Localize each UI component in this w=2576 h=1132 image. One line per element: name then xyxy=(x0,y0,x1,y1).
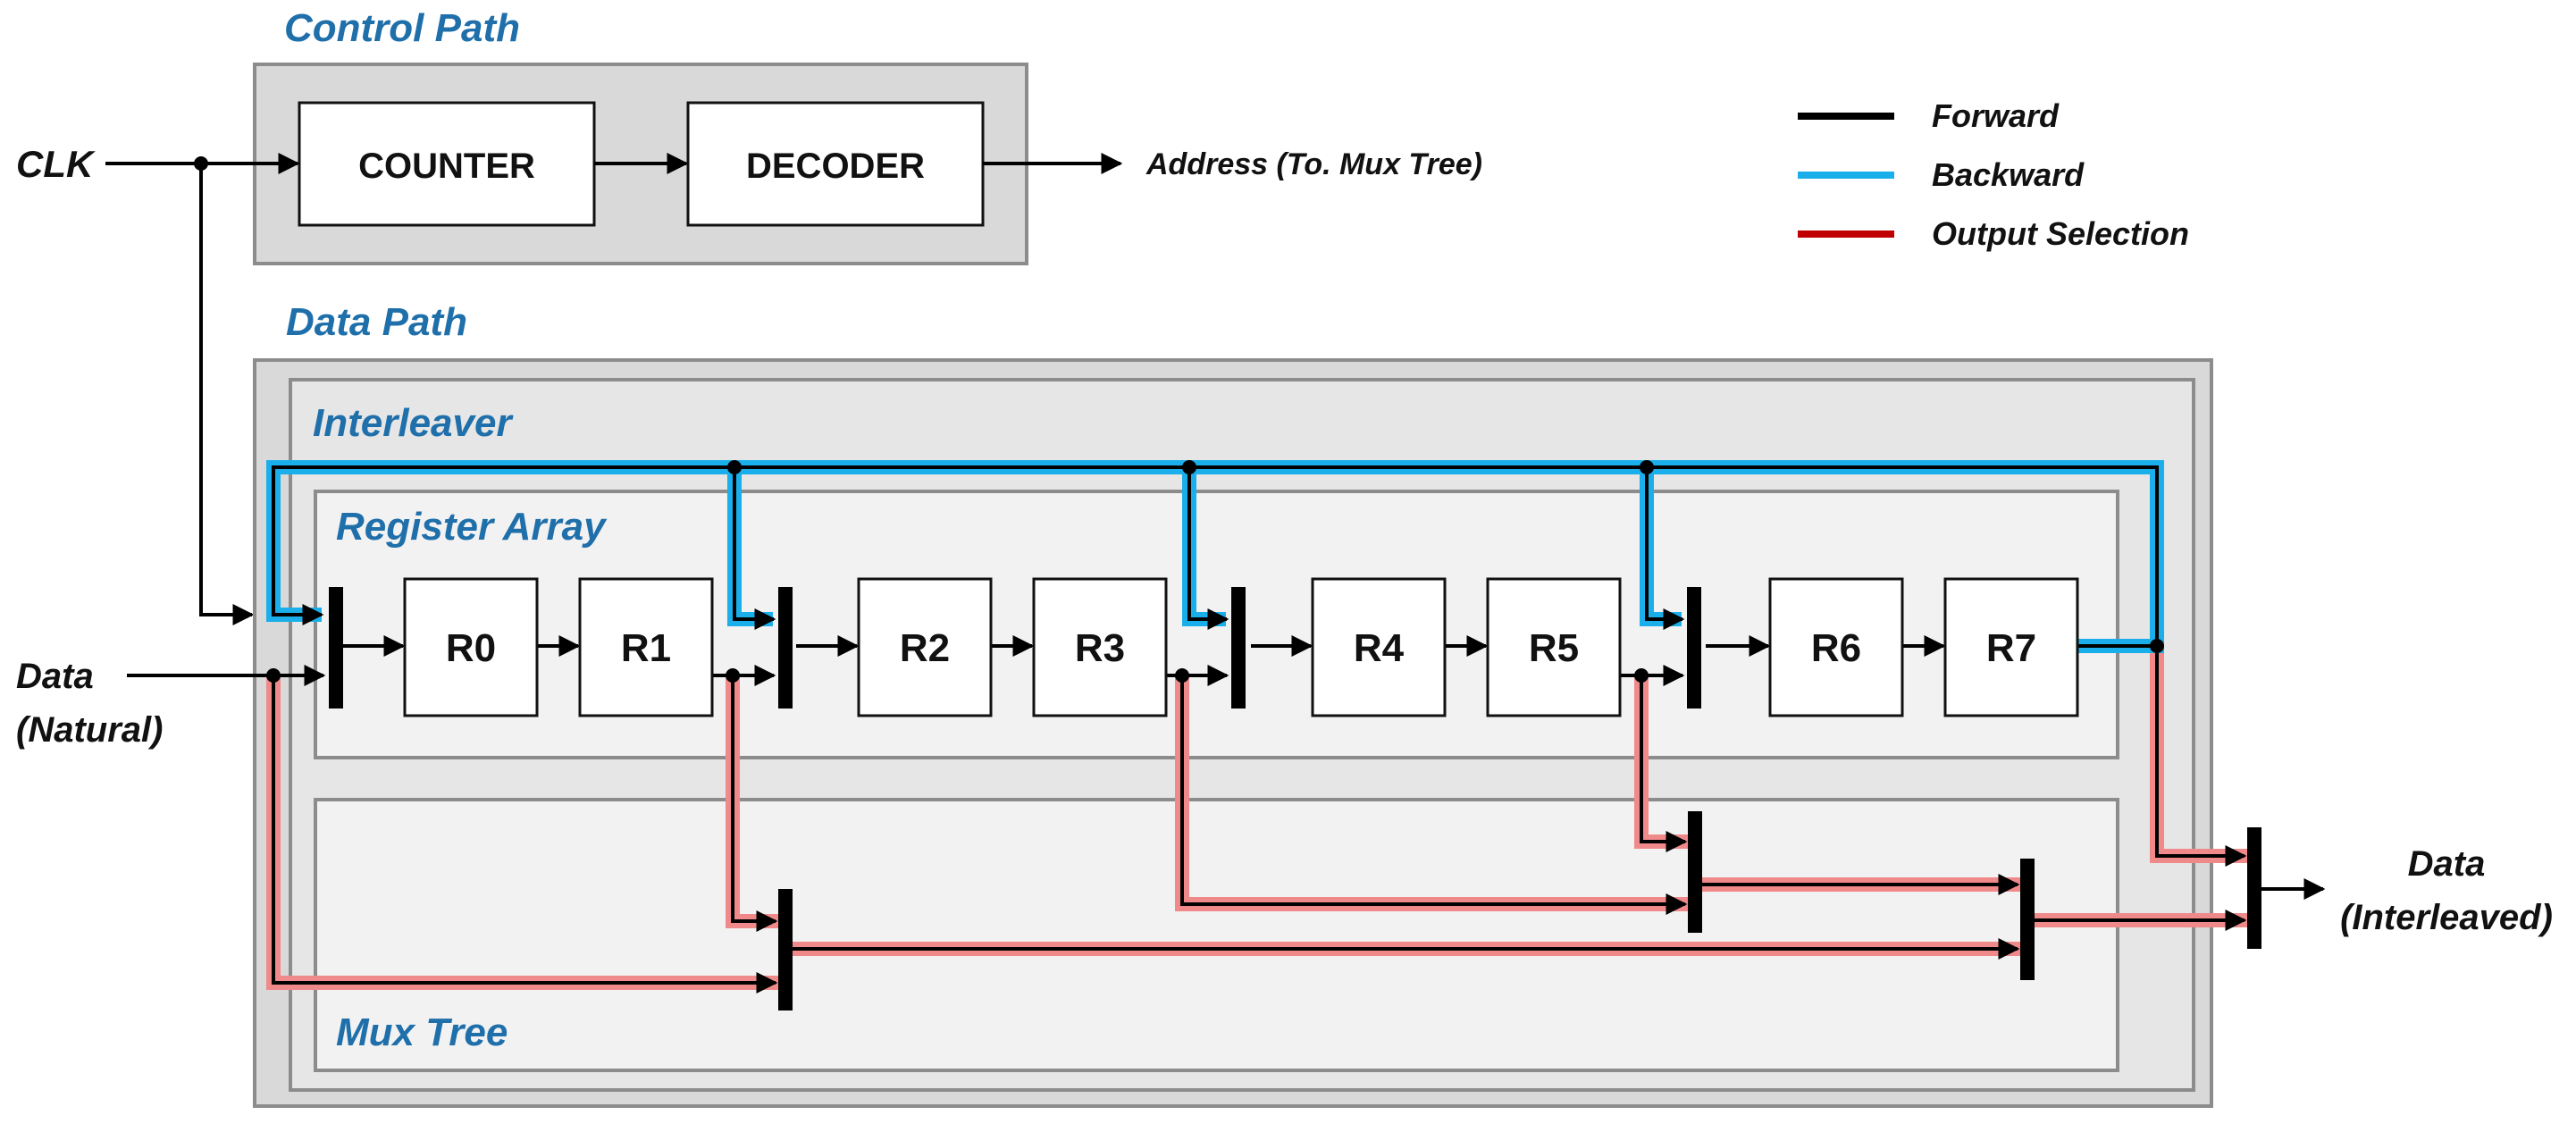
mux-tree-box xyxy=(314,798,2119,1072)
mux-tree-output-mux xyxy=(2247,827,2261,949)
register-label: R1 xyxy=(621,626,671,670)
data-natural-label-line2: (Natural) xyxy=(16,710,163,750)
register-r2: R2 xyxy=(857,577,993,717)
counter-block xyxy=(298,101,596,227)
interleaver-title: Interleaver xyxy=(313,401,514,445)
register-r5: R5 xyxy=(1486,577,1622,717)
mux-tree-stage1-mux-a xyxy=(778,889,793,1010)
legend-backward-label: Backward xyxy=(1932,156,2085,193)
forward-wires xyxy=(127,465,2326,994)
register-label: R4 xyxy=(1354,626,1405,670)
control-path-title: Control Path xyxy=(284,6,520,50)
register-r1: R1 xyxy=(578,577,714,717)
data-interleaved-label-line1: Data xyxy=(2408,844,2486,884)
register-label: R6 xyxy=(1811,626,1861,670)
register-r3: R3 xyxy=(1032,577,1168,717)
clk-label: CLK xyxy=(16,143,96,185)
register-r7: R7 xyxy=(1943,577,2079,717)
register-mux-1 xyxy=(778,587,793,709)
data-interleaved-label-line2: (Interleaved) xyxy=(2340,898,2553,937)
register-label: R5 xyxy=(1529,626,1579,670)
clock-wires xyxy=(105,153,1123,625)
register-r6: R6 xyxy=(1768,577,1904,717)
register-label: R0 xyxy=(446,626,496,670)
decoder-block xyxy=(686,101,985,227)
mux-tree-title: Mux Tree xyxy=(336,1010,508,1054)
legend-forward-label: Forward xyxy=(1932,97,2060,134)
register-label: R3 xyxy=(1075,626,1125,670)
register-mux-2 xyxy=(1231,587,1246,709)
register-label: R2 xyxy=(900,626,950,670)
data-natural-label-line1: Data xyxy=(16,657,94,696)
register-mux-3 xyxy=(1687,587,1701,709)
data-path-title: Data Path xyxy=(286,300,467,344)
register-array-title: Register Array xyxy=(336,505,608,549)
register-r4: R4 xyxy=(1311,577,1447,717)
mux-tree-stage1-mux-b xyxy=(1688,811,1702,933)
counter-label: COUNTER xyxy=(358,147,535,186)
legend-output-selection-label: Output Selection xyxy=(1932,215,2189,252)
register-r0: R0 xyxy=(403,577,539,717)
register-mux-0 xyxy=(329,587,343,709)
legend: Forward Backward Output Selection xyxy=(1798,97,2189,252)
decoder-label: DECODER xyxy=(746,147,925,186)
junction-dots xyxy=(266,460,2164,683)
mux-tree-stage2-mux xyxy=(2020,859,2035,980)
register-label: R7 xyxy=(1986,626,2036,670)
address-label: Address (To. Mux Tree) xyxy=(1145,147,1482,181)
